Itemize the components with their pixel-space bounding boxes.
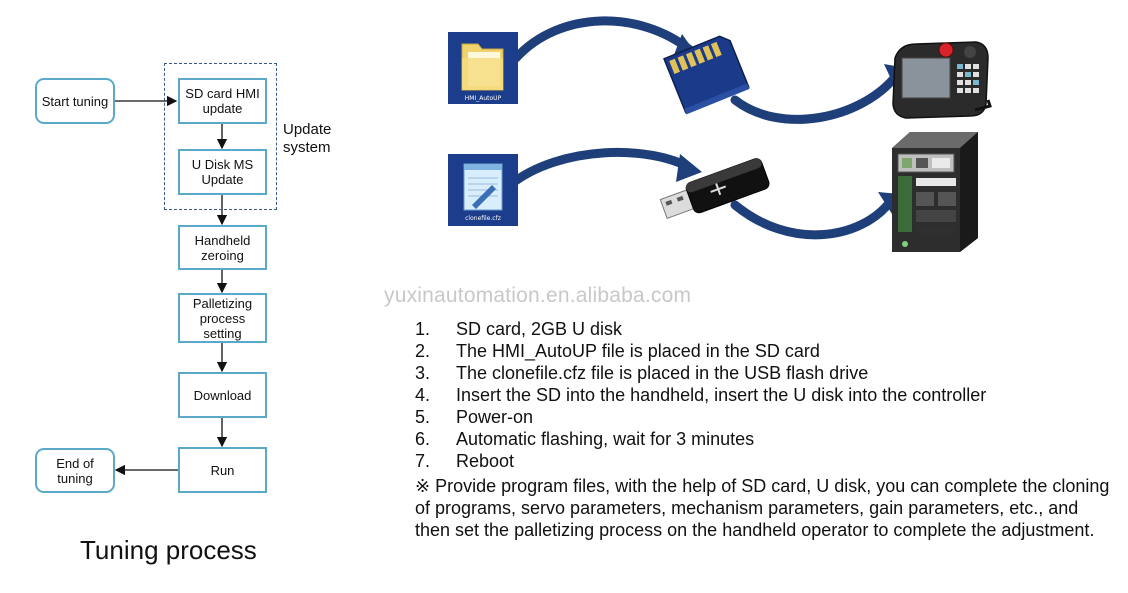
step-item: 6. Automatic flashing, wait for 3 minutes — [415, 428, 1115, 450]
step-text: SD card, 2GB U disk — [456, 319, 623, 339]
file-icon-label: clonefile.cfz — [465, 215, 501, 222]
step-item: 7. Reboot — [415, 450, 1115, 472]
sd-card-icon — [663, 35, 750, 115]
watermark: yuxinautomation.en.alibaba.com — [384, 284, 692, 307]
step-number: 2. — [415, 341, 431, 361]
run-node: Run — [178, 447, 267, 493]
step-item: 2. The HMI_AutoUP file is placed in the S… — [415, 340, 1115, 362]
update-system-label: Update system — [283, 121, 332, 156]
u-disk-ms-update-node: U Disk MS Update — [178, 149, 267, 195]
start-tuning-node: Start tuning — [35, 78, 115, 124]
step-number: 5. — [415, 407, 431, 427]
curved-arrow-file-to-usb — [505, 148, 702, 190]
controller-icon — [892, 132, 978, 252]
step-number: 7. — [415, 451, 431, 471]
step-text: Insert the SD into the handheld, insert … — [456, 385, 987, 405]
step-item: 1. SD card, 2GB U disk — [415, 318, 1115, 340]
download-node: Download — [178, 372, 267, 418]
step-number: 3. — [415, 363, 431, 383]
steps-list: 1. SD card, 2GB U disk 2. The HMI_AutoUP f… — [415, 318, 1115, 472]
end-of-tuning-node: End of tuning — [35, 448, 115, 493]
note-paragraph: ※ Provide program files, with the help o… — [415, 476, 1110, 540]
step-text: Reboot — [456, 451, 515, 471]
folder-icon: HMI_AutoUP — [448, 32, 518, 104]
step-text: The HMI_AutoUP file is placed in the SD … — [456, 341, 820, 361]
palletizing-process-setting-node: Palletizing process setting — [178, 293, 267, 343]
step-item: 4. Insert the SD into the handheld, inser… — [415, 384, 1115, 406]
handheld-zeroing-node: Handheld zeroing — [178, 225, 267, 270]
step-number: 6. — [415, 429, 431, 449]
step-item: 5. Power-on — [415, 406, 1115, 428]
step-text: Power-on — [456, 407, 534, 427]
handheld-hmi-icon — [892, 41, 992, 119]
folder-icon-label: HMI_AutoUP — [465, 95, 502, 102]
notepad-file-icon: clonefile.cfz — [448, 154, 518, 226]
flowchart-caption: Tuning process — [80, 535, 257, 565]
curved-arrow-usb-to-controller — [730, 192, 900, 240]
update-system-group — [164, 63, 277, 210]
step-text: Automatic flashing, wait for 3 minutes — [456, 429, 755, 449]
usb-drive-icon — [659, 158, 770, 220]
step-number: 4. — [415, 385, 431, 405]
sd-card-hmi-update-node: SD card HMI update — [178, 78, 267, 124]
step-number: 1. — [415, 319, 431, 339]
step-text: The clonefile.cfz file is placed in the … — [456, 363, 869, 383]
step-item: 3. The clonefile.cfz file is placed in th… — [415, 362, 1115, 384]
curved-arrow-sd-to-handheld — [730, 64, 906, 124]
